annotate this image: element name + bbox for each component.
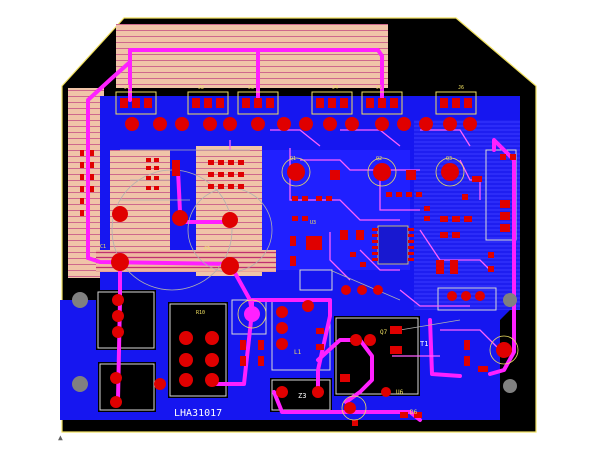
top-connectors [115,91,477,131]
svg-text:U3: U3 [310,220,316,226]
board-id-label: LHA31017 [174,408,222,419]
label-t1: T1 [420,340,428,348]
ic-footprint [372,225,414,265]
label-u6: U6 [396,389,404,396]
label-d6: D6 [410,409,418,416]
svg-text:J1: J1 [124,85,130,91]
svg-text:J4: J4 [332,85,338,91]
pink-traces [86,48,516,422]
connector-header-5 [361,91,433,131]
svg-text:J3: J3 [248,85,254,91]
board-outline [61,17,537,433]
connector-header-1 [115,91,189,131]
label-q7: Q7 [380,329,388,336]
connector-header-3 [237,91,313,131]
connector-header-4 [311,91,359,131]
clearance-left-bottom [96,290,156,350]
svg-text:J6: J6 [458,85,464,91]
svg-text:C5: C5 [204,246,210,252]
connector-header-6 [435,91,477,131]
connector-header-2 [187,91,237,131]
label-l1: L1 [294,349,302,356]
center-hatch-block [110,150,170,260]
silkscreen-marks: J1 J2 J3 J4 J5 J6 Q1 Q2 Q3 U3 R10 C5 C1 [100,85,464,316]
svg-text:R10: R10 [196,310,205,316]
svg-text:C1: C1 [100,244,106,250]
svg-text:Q1: Q1 [290,156,296,162]
clearance-left-lower [98,362,156,412]
svg-text:J2: J2 [198,85,204,91]
label-z3: Z3 [298,392,306,400]
through-hole-pads [72,163,517,414]
svg-text:Q2: Q2 [376,156,382,162]
top-hatch-area [116,24,388,88]
smd-pads [80,150,516,426]
svg-text:Q3: Q3 [446,156,452,162]
transistor-outlines [237,157,519,421]
origin-marker-icon: ▲ [58,433,63,442]
svg-text:J5: J5 [376,85,382,91]
